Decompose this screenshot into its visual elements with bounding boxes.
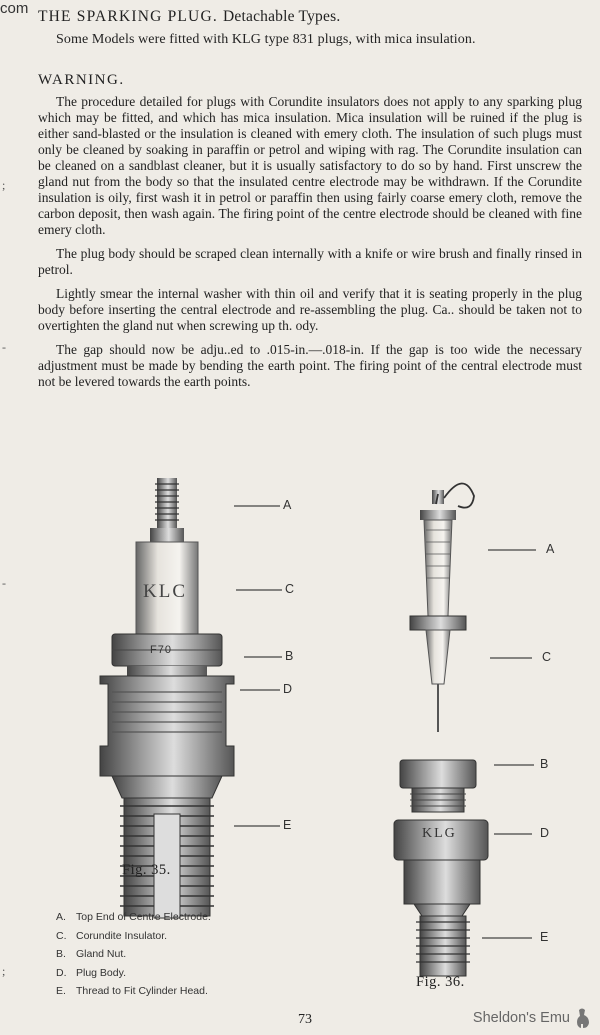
insulator-marking: KLC bbox=[143, 581, 187, 602]
watermark: Sheldon's Emu bbox=[473, 1007, 592, 1029]
legend-text: Corundite Insulator. bbox=[76, 929, 168, 942]
margin-mark: - bbox=[2, 576, 6, 590]
paragraph: The gap should now be adju..ed to .015-i… bbox=[38, 342, 582, 389]
legend-letter: C. bbox=[56, 929, 67, 942]
legend-text: Top End of Centre Electrode. bbox=[76, 911, 211, 923]
callout-e: E bbox=[283, 818, 292, 832]
callout-d-fig36: D bbox=[540, 826, 550, 840]
paragraph: The plug body should be scraped clean in… bbox=[38, 246, 582, 277]
gland-nut bbox=[111, 633, 223, 676]
threaded-base bbox=[120, 797, 214, 919]
paragraph: The procedure detailed for plugs with Co… bbox=[38, 94, 582, 237]
figure-legend: A. Top End of Centre Electrode. C. Corundi… bbox=[56, 908, 211, 1001]
emu-logo-icon bbox=[577, 1008, 589, 1028]
callout-c-fig36: C bbox=[542, 650, 552, 664]
figure-36-caption: Fig. 36. bbox=[416, 974, 465, 990]
title-main: THE SPARKING PLUG. bbox=[38, 8, 218, 25]
legend-letter: B. bbox=[56, 948, 66, 960]
callout-a-fig36: A bbox=[546, 542, 555, 556]
legend-text: Plug Body. bbox=[76, 966, 127, 979]
plug-body-marking: KLG bbox=[422, 826, 457, 841]
paragraph: Lightly smear the internal washer with t… bbox=[38, 286, 582, 333]
legend-text: Gland Nut. bbox=[76, 948, 127, 960]
callout-b-fig36: B bbox=[540, 757, 549, 771]
body-text: The procedure detailed for plugs with Co… bbox=[38, 94, 582, 398]
margin-fragment: com bbox=[0, 0, 29, 17]
figures-area: KLC F70 A C B D E Fig. 35. KLG A C B D E… bbox=[0, 470, 600, 1010]
callout-b: B bbox=[285, 649, 294, 663]
terminal-top bbox=[150, 478, 184, 542]
callout-lines-fig36 bbox=[482, 549, 536, 939]
electrode-assembly bbox=[409, 482, 475, 732]
figure-35-caption: Fig. 35. bbox=[122, 862, 171, 878]
legend-letter: E. bbox=[56, 985, 66, 997]
margin-mark: ; bbox=[2, 178, 6, 192]
legend-row: B. Gland Nut. bbox=[56, 945, 211, 964]
plug-body bbox=[99, 675, 235, 799]
gland-nut-fig36 bbox=[399, 759, 477, 813]
page-title: THE SPARKING PLUG. Detachable Types. bbox=[38, 8, 340, 26]
plug-body-fig36 bbox=[393, 819, 489, 977]
legend-text: Thread to Fit Cylinder Head. bbox=[76, 985, 208, 997]
page-number: 73 bbox=[298, 1012, 312, 1027]
legend-row: D. Plug Body. bbox=[56, 964, 211, 983]
legend-row: E. Thread to Fit Cylinder Head. bbox=[56, 982, 211, 1001]
margin-mark: - bbox=[2, 340, 6, 354]
margin-mark: ; bbox=[2, 964, 6, 978]
legend-letter: D. bbox=[56, 966, 67, 979]
callout-a: A bbox=[283, 498, 292, 512]
callout-lines-fig35 bbox=[234, 505, 282, 827]
subtitle: Some Models were fitted with KLG type 83… bbox=[56, 32, 476, 47]
gland-nut-marking: F70 bbox=[150, 644, 172, 656]
spark-plug-figure-35 bbox=[99, 478, 536, 977]
title-sub: Detachable Types. bbox=[223, 8, 341, 25]
legend-letter: A. bbox=[56, 911, 66, 923]
legend-row: A. Top End of Centre Electrode. bbox=[56, 908, 211, 927]
warning-heading: WARNING. bbox=[38, 72, 125, 88]
callout-d: D bbox=[283, 682, 293, 696]
watermark-text: Sheldon's Emu bbox=[472, 1010, 570, 1026]
legend-row: C. Corundite Insulator. bbox=[56, 927, 211, 946]
callout-e-fig36: E bbox=[540, 930, 549, 944]
callout-c: C bbox=[285, 582, 295, 596]
